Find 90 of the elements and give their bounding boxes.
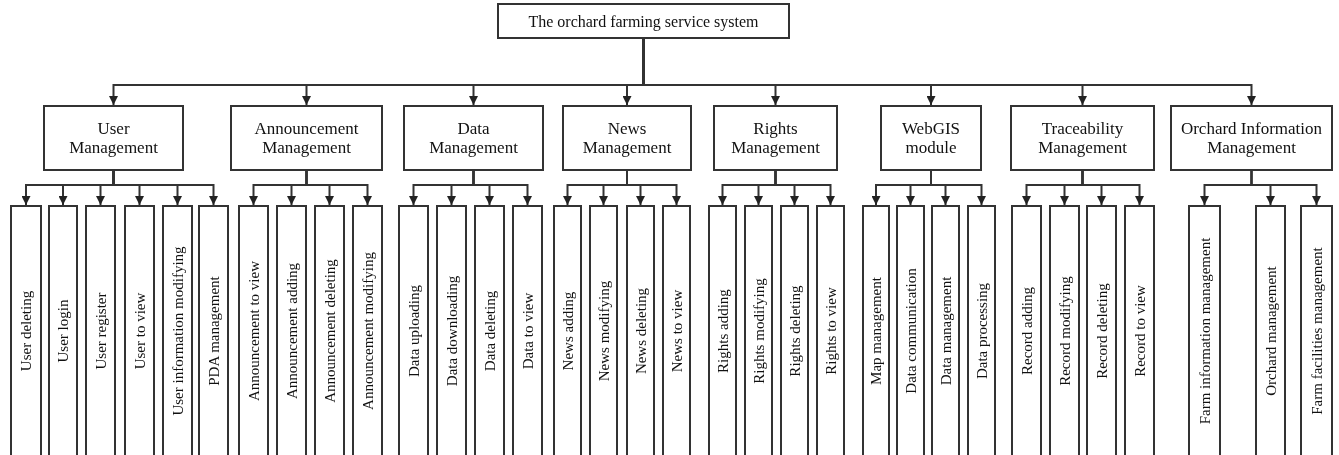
function-box (1188, 205, 1221, 455)
function-box (589, 205, 618, 455)
module-label: Rights Management (730, 119, 821, 157)
function-box (474, 205, 505, 455)
function-label: Rights modifying (750, 278, 767, 384)
function-label: Data downloading (443, 275, 460, 387)
system-box (497, 3, 790, 39)
module-box (230, 105, 383, 171)
function-box (398, 205, 429, 455)
function-box (780, 205, 809, 455)
function-label: Farm information management (1196, 237, 1213, 425)
function-label: User register (92, 292, 109, 370)
function-box (967, 205, 996, 455)
function-box (276, 205, 307, 455)
function-box (896, 205, 925, 455)
function-label: Map management (867, 277, 885, 385)
function-label: Data processing (973, 282, 990, 380)
function-label: User deleting (17, 290, 35, 372)
function-label: Record to view (1131, 285, 1148, 377)
function-label: PDA management (205, 276, 222, 386)
function-box (48, 205, 78, 455)
function-box (314, 205, 345, 455)
function-box (1124, 205, 1155, 455)
function-box (352, 205, 383, 455)
function-box (124, 205, 155, 455)
module-box (713, 105, 838, 171)
module-label: Announcement Management (253, 119, 360, 157)
module-label: Orchard Information Management (1179, 119, 1324, 157)
module-label: News Management (581, 119, 673, 157)
function-label: User to view (131, 292, 148, 370)
function-label: News adding (559, 291, 576, 371)
module-label: Data Management (428, 119, 519, 157)
function-label: User information modifying (169, 246, 186, 416)
function-box (162, 205, 193, 455)
function-box (1086, 205, 1117, 455)
function-box (744, 205, 773, 455)
function-label: Data communication (902, 268, 919, 394)
function-label: Data to view (519, 292, 536, 370)
function-box (708, 205, 737, 455)
arrow (1250, 170, 1321, 206)
function-box (626, 205, 655, 455)
function-label: Rights adding (714, 289, 731, 373)
function-label: Orchard management (1262, 266, 1279, 396)
function-label: Record modifying (1056, 276, 1073, 386)
function-box (436, 205, 467, 455)
module-label: The orchard farming service system (527, 11, 760, 31)
function-label: News deleting (632, 287, 649, 375)
module-box (562, 105, 692, 171)
function-label: Record deleting (1093, 283, 1110, 379)
arrow (472, 170, 532, 206)
module-label: User Management (68, 119, 159, 157)
module-box (1010, 105, 1155, 171)
function-label: Rights deleting (786, 285, 803, 377)
module-label: Traceability Management (1037, 119, 1128, 157)
function-box (662, 205, 691, 455)
function-box (10, 205, 42, 455)
function-box (931, 205, 960, 455)
function-box (553, 205, 582, 455)
function-box (816, 205, 845, 455)
function-label: News modifying (595, 280, 612, 382)
arrow (305, 170, 372, 206)
function-box (1011, 205, 1042, 455)
module-box (403, 105, 544, 171)
function-box (1300, 205, 1333, 455)
function-box (862, 205, 890, 455)
function-label: Farm facilities management (1308, 247, 1325, 415)
function-box (1049, 205, 1080, 455)
function-label: Data management (937, 276, 954, 386)
module-box (880, 105, 982, 171)
module-box (1170, 105, 1333, 171)
arrow (774, 170, 835, 206)
function-label: Rights to view (822, 287, 839, 375)
function-label: Record adding (1018, 287, 1035, 375)
function-label: User login (54, 299, 72, 363)
function-label: Data deleting (481, 290, 498, 372)
function-label: News to view (668, 289, 685, 373)
function-label: Announcement modifying (359, 252, 376, 410)
function-label: Data uploading (405, 284, 422, 378)
module-label: WebGIS module (900, 119, 962, 157)
function-label: Announcement deleting (321, 259, 338, 403)
function-box (512, 205, 543, 455)
function-box (238, 205, 269, 455)
function-label: Announcement adding (283, 262, 300, 400)
module-box (43, 105, 184, 171)
function-box (85, 205, 116, 455)
function-box (1255, 205, 1286, 455)
arrow (1081, 170, 1144, 206)
function-label: Announcement to view (245, 261, 262, 401)
function-box (198, 205, 229, 455)
arrow (930, 170, 986, 206)
